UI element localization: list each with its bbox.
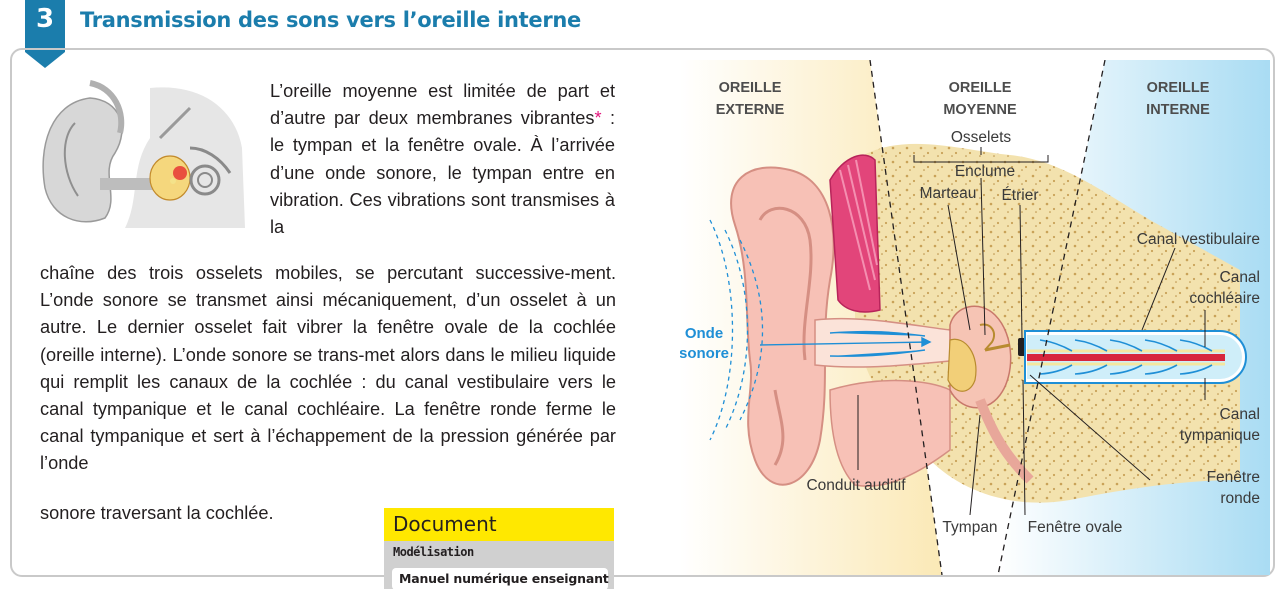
label-middle-ear-1: OREILLE [949,80,1012,96]
label-vestibular-canal: Canal vestibulaire [1137,231,1260,248]
teacher-manual-button[interactable]: Manuel numérique enseignant [392,568,609,590]
text-line: le tympan entre en vibration. Ces [270,162,615,210]
label-tympanic-canal-2: tympanique [1180,427,1260,444]
label-osselets: Osselets [951,129,1012,146]
ear-anatomy-diagram: OREILLE EXTERNE OREILLE MOYENNE OREILLE … [680,60,1270,575]
document-body: Modélisation Manuel numérique enseignant [384,541,614,590]
label-inner-ear-1: OREILLE [1147,80,1210,96]
temporal-bone [855,143,1240,503]
content-frame [10,48,1275,577]
document-header: Document [384,508,614,541]
label-oval-window: Fenêtre ovale [1028,519,1123,536]
cochlear-duct [1027,354,1225,361]
label-sound-wave-1: Onde [685,325,723,342]
pinna [730,166,835,486]
document-title: Document [393,512,497,536]
ossicles [947,338,977,392]
label-round-window-2: ronde [1220,490,1260,507]
document-box: Document Modélisation Manuel numérique e… [384,508,614,590]
label-enclume: Enclume [955,163,1015,180]
text-line: et d’autre par deux membranes [270,81,615,129]
label-etrier: Étrier [1001,187,1038,204]
text-line: vibrantes [520,108,595,129]
label-ear-canal: Conduit auditif [806,477,906,494]
text-line: : le tympan et la fenêtre [270,108,615,156]
label-middle-ear-2: MOYENNE [943,102,1017,118]
glossary-asterisk[interactable]: * [594,108,602,129]
badge-shape [25,0,65,68]
text-line: ovale. À l’arrivée d’une onde sonore, [270,135,615,183]
label-inner-ear-2: INTERNE [1146,102,1210,118]
document-subtitle: Modélisation [393,545,474,559]
section-number: 3 [35,4,55,34]
text-line: L’oreille moyenne est limitée de part [270,81,589,101]
label-cochlear-canal-2: cochléaire [1189,290,1260,307]
label-marteau: Marteau [920,185,977,202]
main-paragraph-text: chaîne des trois osselets mobiles, se pe… [40,263,616,474]
label-sound-wave-2: sonore [680,345,729,362]
paragraph-last-line: sonore traversant la cochlée. [40,503,274,523]
intro-paragraph: L’oreille moyenne est limitée de part et… [270,78,615,241]
section-title: Transmission des sons vers l’oreille int… [80,8,581,32]
label-cochlear-canal-1: Canal [1220,269,1261,286]
ear-thumbnail-image [30,78,245,228]
text-line: vibrations sont transmises à la [270,189,615,238]
teacher-manual-label: Manuel numérique enseignant [399,571,609,586]
label-outer-ear-2: EXTERNE [716,102,785,118]
label-eardrum: Tympan [942,519,997,536]
sound-waves [709,219,764,441]
label-outer-ear-1: OREILLE [719,80,782,96]
label-tympanic-canal-1: Canal [1220,406,1261,423]
section-number-badge: 3 [25,0,65,68]
label-round-window-1: Fenêtre [1207,469,1260,486]
main-paragraph: chaîne des trois osselets mobiles, se pe… [40,260,616,478]
